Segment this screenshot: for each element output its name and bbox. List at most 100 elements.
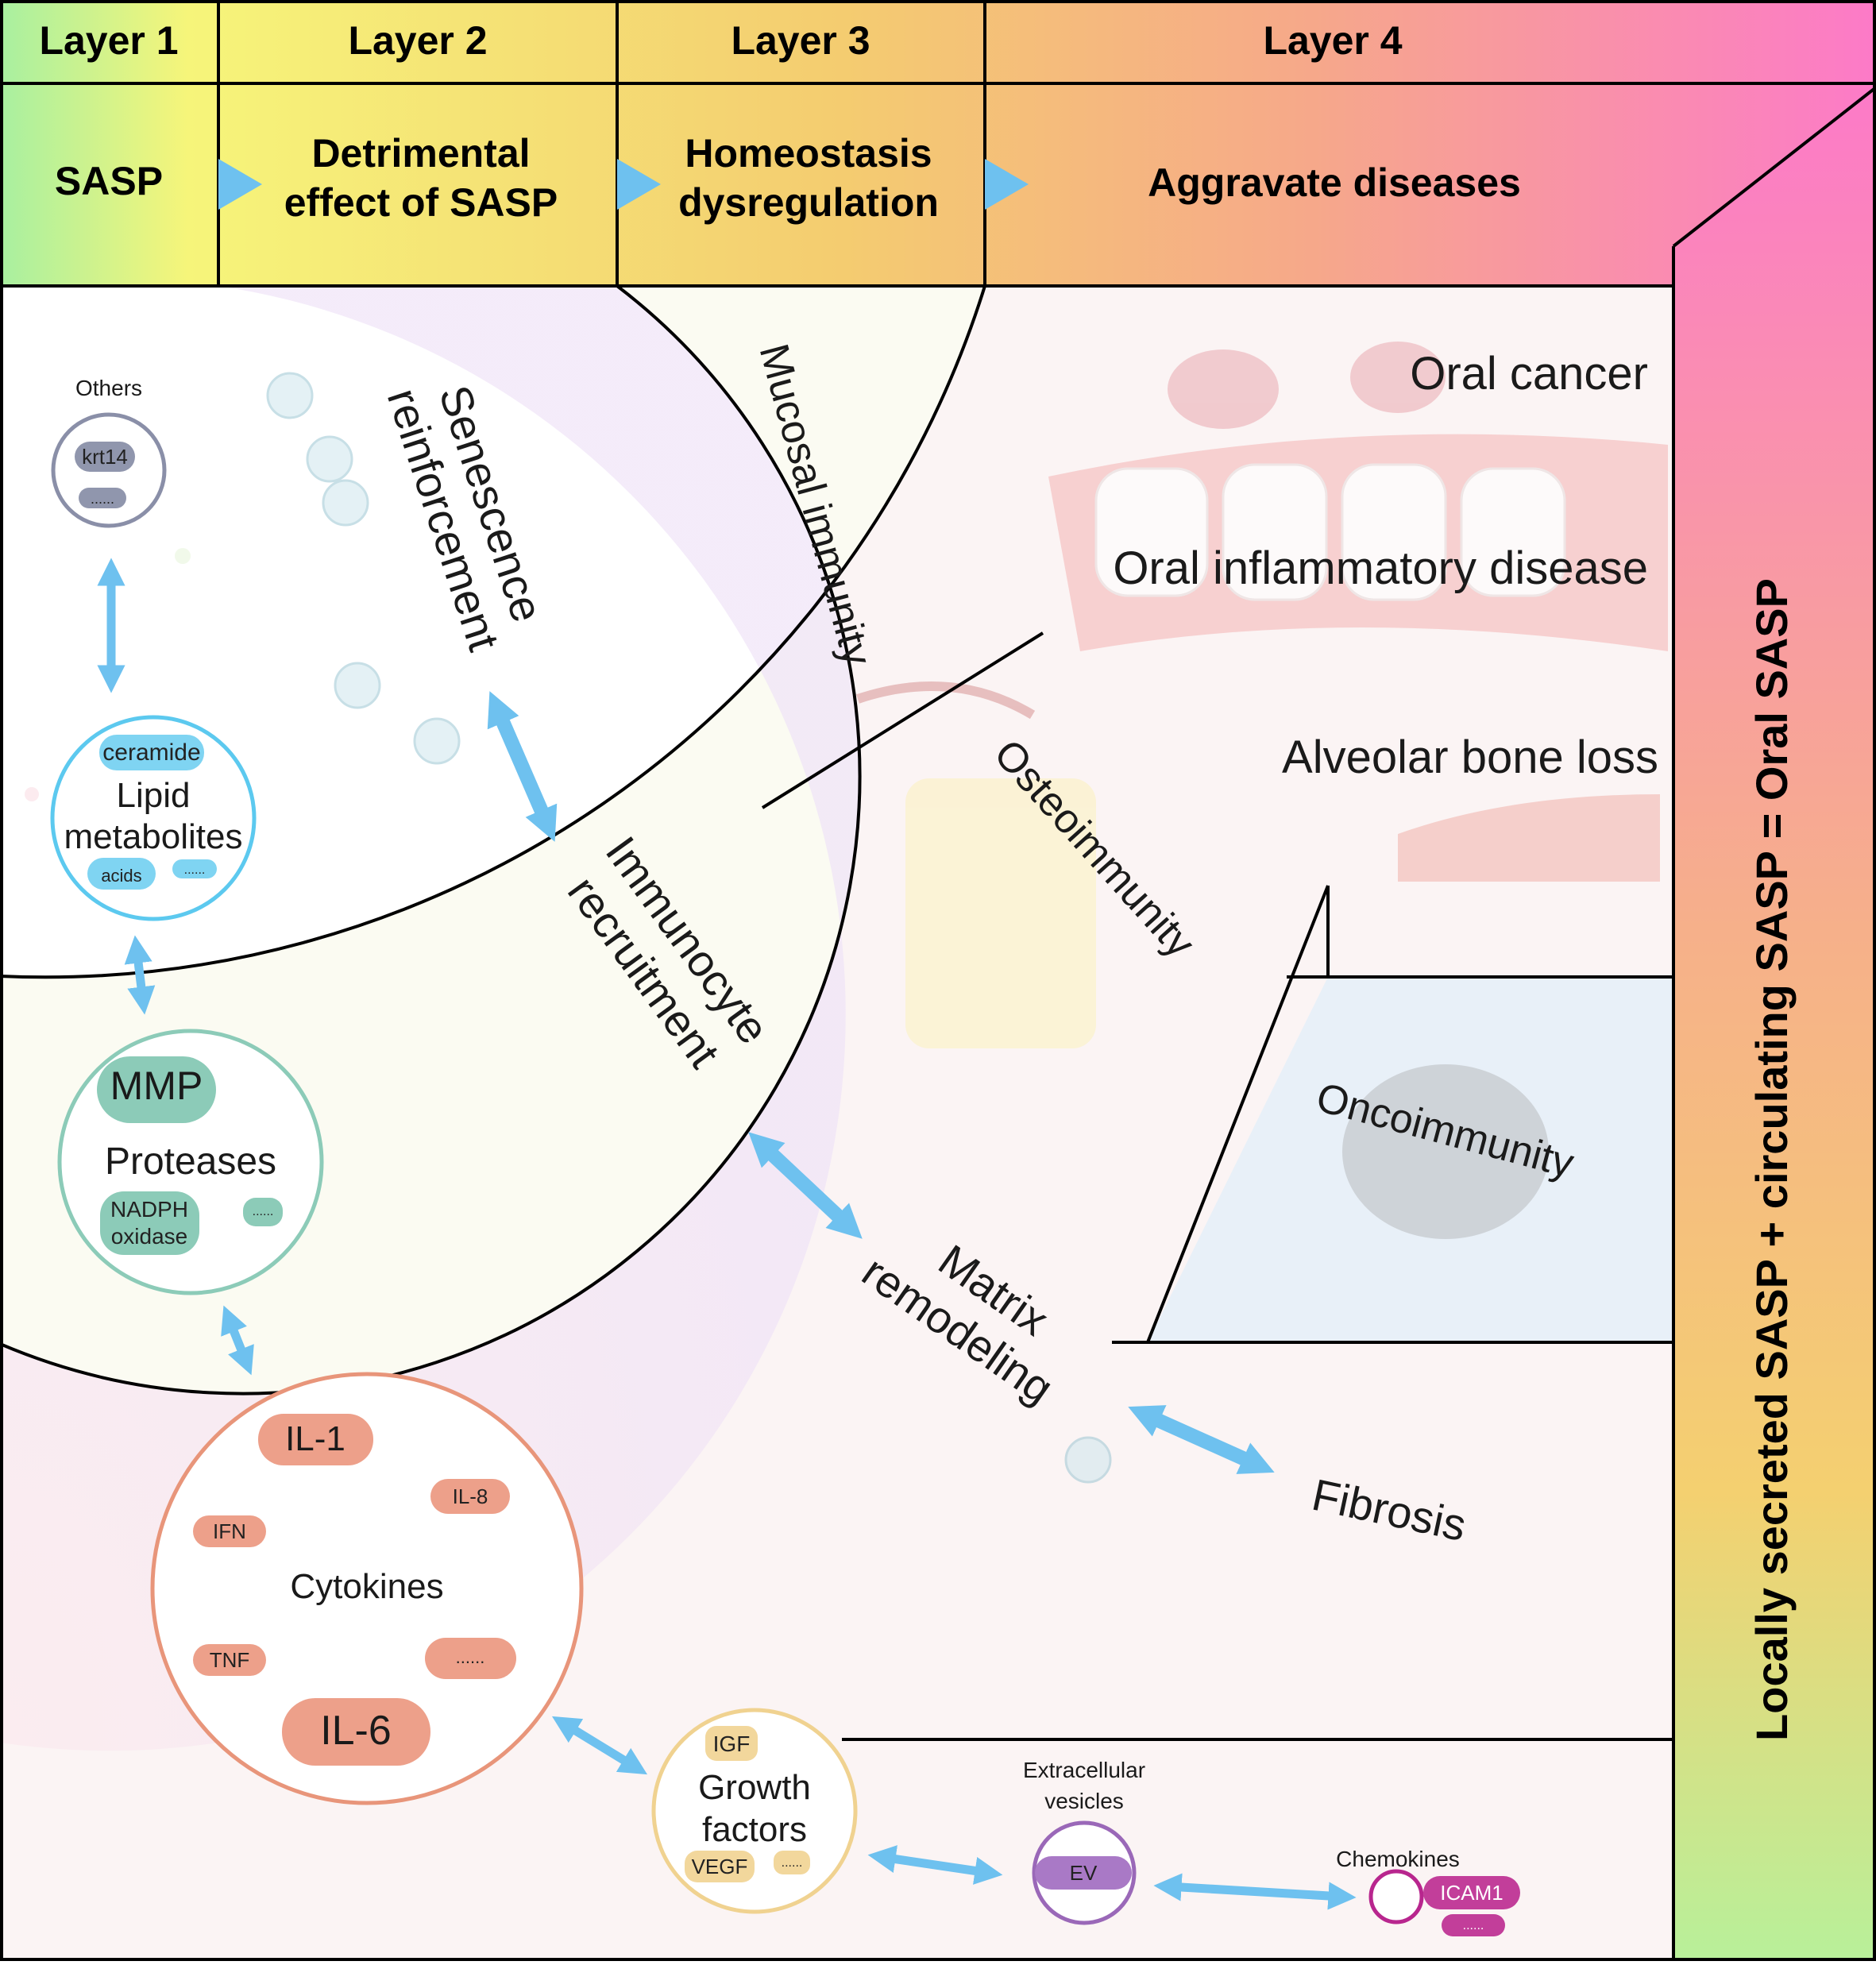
krt14-label: krt14 (82, 445, 128, 469)
disease-oral-inflammatory: Oral inflammatory disease (1113, 542, 1648, 594)
layer2-label: Layer 2 (348, 18, 487, 63)
krt14-pill (75, 442, 135, 472)
layer2-arrows (487, 691, 1275, 1474)
nadph-pill (100, 1191, 199, 1255)
chemokines-more-label: ...... (1463, 1919, 1484, 1932)
arrow-senescence-immuno (487, 691, 558, 842)
tnf-label: TNF (210, 1648, 250, 1672)
chemokines-title: Chemokines (1336, 1847, 1460, 1871)
ifn-label: IFN (213, 1519, 246, 1543)
mmp-pill (97, 1056, 216, 1123)
igf-label: IGF (713, 1731, 751, 1756)
chemokines-circle (1368, 1869, 1424, 1924)
header-band (0, 0, 1876, 286)
mmp-label: MMP (110, 1064, 203, 1108)
layer3-label: Layer 3 (731, 18, 870, 63)
growth-more-pill (774, 1851, 810, 1874)
tnf-pill (193, 1644, 266, 1676)
chemokines-more-pill (1442, 1914, 1505, 1936)
stage-arrow-1 (218, 159, 262, 210)
layer2-region (0, 286, 860, 1751)
arrow-lipid-proteases (124, 935, 156, 1015)
component-others: Others krt14 ...... (51, 376, 167, 528)
arrow-growth-ev (867, 1845, 1003, 1885)
growth-title-line1: Growth (698, 1768, 811, 1807)
growth-title-line2: factors (702, 1810, 807, 1849)
arrow-immuno-matrix (748, 1132, 863, 1239)
disease-alveolar-bone-loss: Alveolar bone loss (1282, 732, 1658, 783)
icam1-label: ICAM1 (1440, 1881, 1503, 1905)
igf-pill (705, 1726, 758, 1761)
cytokines-more-pill (425, 1638, 516, 1679)
stage4-title: Aggravate diseases (1148, 160, 1521, 205)
others-more-label: ...... (91, 491, 114, 507)
arrow-proteases-cytokines (221, 1305, 254, 1376)
nadph-label-line1: NADPH (110, 1197, 188, 1222)
others-title: Others (75, 376, 142, 400)
tissue-cells (266, 372, 1112, 1484)
proteases-more-pill (243, 1198, 283, 1226)
stage2-title-line1: Detrimental (311, 131, 530, 176)
stage1-title: SASP (55, 159, 163, 203)
ev-pill (1035, 1856, 1132, 1890)
component-proteases: MMP Proteases NADPH oxidase ...... (57, 1029, 324, 1295)
arrow-matrix-fibrosis (1128, 1405, 1275, 1474)
tumor-illustration (1342, 1064, 1549, 1239)
arrow-cytokines-growth (551, 1716, 648, 1775)
arrow-ev-chemokines (1153, 1873, 1357, 1910)
oncoimmunity-region (1148, 977, 1673, 1342)
stage2-title-line2: effect of SASP (284, 180, 558, 225)
proteases-more-label: ...... (253, 1205, 274, 1218)
vegf-pill (685, 1851, 755, 1882)
divider-osteo-onco (1146, 885, 1330, 1343)
growth-more-label: ...... (782, 1856, 803, 1870)
lipid-title-line2: metabolites (64, 817, 242, 856)
il8-label: IL-8 (453, 1484, 488, 1508)
ceramide-label: ceramide (102, 739, 200, 766)
ev-title-line2: vesicles (1044, 1789, 1124, 1813)
ev-label: EV (1070, 1861, 1098, 1885)
cytokines-more-label: ...... (456, 1647, 485, 1667)
stage3-title-line1: Homeostasis (685, 131, 932, 176)
stage-arrow-3 (985, 159, 1029, 210)
layer1-arrows (97, 558, 1357, 1910)
il8-pill (430, 1479, 510, 1514)
icam1-pill (1423, 1876, 1520, 1909)
component-ev: Extracellular vesicles EV (1023, 1758, 1145, 1925)
component-lipid: ceramide Lipid metabolites acids ...... (50, 715, 257, 921)
side-band (1673, 87, 1876, 1961)
acids-pill (87, 858, 156, 890)
nadph-label-line2: oxidase (111, 1224, 188, 1249)
il1-label: IL-1 (285, 1419, 345, 1458)
disease-oral-cancer: Oral cancer (1410, 348, 1648, 400)
proteases-title: Proteases (105, 1141, 276, 1183)
component-growth-factors: IGF Growth factors VEGF ...... (651, 1708, 858, 1914)
stage3-title-line2: dysregulation (678, 180, 939, 225)
side-banner-text: Locally secreted SASP + circulating SASP… (1747, 578, 1797, 1741)
teeth-illustration (1048, 342, 1668, 882)
cytokines-title: Cytokines (290, 1567, 443, 1606)
layer4-label: Layer 4 (1263, 18, 1402, 63)
acids-label: acids (101, 866, 141, 886)
lipid-more-pill (172, 859, 217, 878)
il6-pill (282, 1698, 430, 1766)
stage-arrow-2 (617, 159, 661, 210)
component-chemokines: Chemokines ICAM1 ...... (1336, 1847, 1520, 1936)
layer1-label: Layer 1 (39, 18, 178, 63)
ifn-pill (193, 1515, 266, 1547)
vegf-label: VEGF (692, 1855, 748, 1878)
ev-title-line1: Extracellular (1023, 1758, 1145, 1782)
divider-mucosal-osteo (761, 631, 1044, 809)
il6-label: IL-6 (320, 1708, 392, 1754)
lipid-more-label: ...... (184, 863, 206, 877)
others-more-pill (79, 488, 126, 508)
il1-pill (258, 1414, 373, 1465)
ceramide-pill (99, 735, 204, 770)
component-cytokines: IL-1 IL-8 IFN Cytokines TNF ...... IL-6 (150, 1372, 584, 1805)
bone-illustration (856, 681, 1096, 1048)
lipid-title-line1: Lipid (117, 776, 191, 815)
ring-boundary-outer (0, 285, 986, 979)
